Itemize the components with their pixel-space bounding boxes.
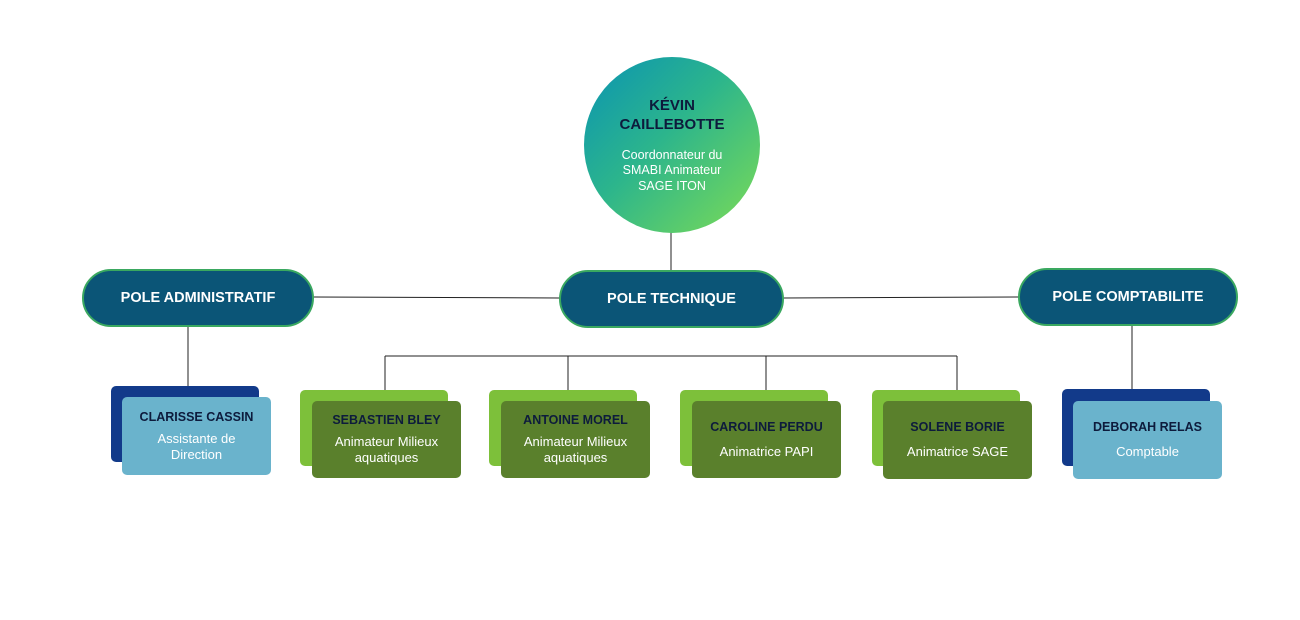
card-name: DEBORAH RELAS: [1092, 420, 1203, 434]
pole-comptabilite-label: POLE COMPTABILITE: [1052, 289, 1204, 305]
pole-comptabilite: POLE COMPTABILITE: [1018, 268, 1238, 326]
card-deborah: DEBORAH RELAS Comptable: [1073, 401, 1222, 479]
card-role: Assistante de Direction: [157, 430, 236, 462]
card-caroline: CAROLINE PERDU Animatrice PAPI: [692, 401, 841, 478]
pole-technique-label: POLE TECHNIQUE: [607, 291, 736, 307]
card-role: Animateur Milieux aquatiques: [334, 434, 439, 465]
card-name: CLARISSE CASSIN: [139, 409, 254, 424]
card-role: Comptable: [1116, 444, 1179, 459]
root-role: Coordonnateur du SMABI Animateur SAGE IT…: [621, 147, 723, 193]
pole-administratif-label: POLE ADMINISTRATIF: [120, 290, 276, 306]
card-antoine: ANTOINE MOREL Animateur Milieux aquatiqu…: [501, 401, 650, 478]
card-name: CAROLINE PERDU: [710, 419, 823, 434]
card-role: Animateur Milieux aquatiques: [523, 434, 628, 465]
card-role: Animatrice PAPI: [719, 443, 814, 459]
card-name: SOLENE BORIE: [910, 420, 1005, 434]
card-name: ANTOINE MOREL: [523, 413, 628, 427]
card-clarisse: CLARISSE CASSIN Assistante de Direction: [122, 397, 271, 475]
card-name: SEBASTIEN BLEY: [332, 413, 441, 427]
pole-technique: POLE TECHNIQUE: [559, 270, 784, 328]
card-solene: SOLENE BORIE Animatrice SAGE: [883, 401, 1032, 479]
root-name: KÉVIN CAILLEBOTTE: [619, 96, 725, 133]
card-sebastien: SEBASTIEN BLEY Animateur Milieux aquatiq…: [312, 401, 461, 478]
pole-administratif: POLE ADMINISTRATIF: [82, 269, 314, 327]
card-role: Animatrice SAGE: [906, 444, 1009, 459]
root-node: KÉVIN CAILLEBOTTE Coordonnateur du SMABI…: [584, 57, 760, 233]
